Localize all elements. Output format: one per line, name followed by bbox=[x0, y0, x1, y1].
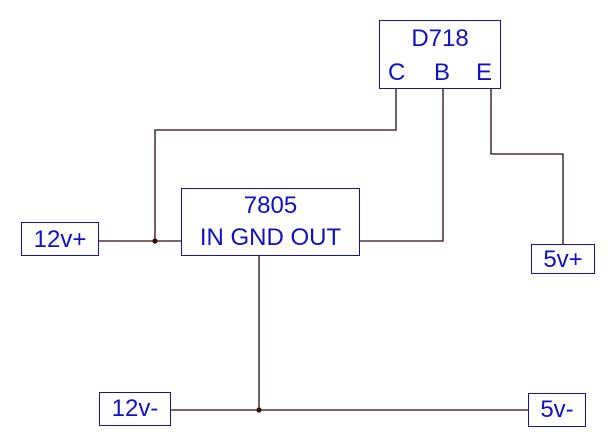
transistor-name: D718 bbox=[411, 25, 469, 52]
regulator-7805: 7805 IN GND OUT bbox=[181, 188, 360, 256]
pin-b-label: B bbox=[434, 59, 451, 86]
junction-dot-positive bbox=[152, 238, 158, 244]
wire-junction-to-d718-collector bbox=[154, 88, 397, 241]
terminal-12v-minus-label: 12v- bbox=[111, 395, 159, 422]
terminal-12v-plus-label: 12v+ bbox=[33, 226, 87, 253]
pin-e-label: E bbox=[476, 59, 493, 86]
terminal-12v-minus: 12v- bbox=[99, 392, 171, 426]
junction-dot-ground bbox=[256, 407, 262, 413]
terminal-5v-plus: 5v+ bbox=[531, 244, 595, 274]
terminal-5v-minus-label: 5v- bbox=[540, 396, 574, 423]
regulator-name: 7805 bbox=[243, 192, 298, 219]
transistor-d718: D718 C B E bbox=[379, 20, 501, 89]
pin-c-label: C bbox=[388, 59, 406, 86]
terminal-12v-plus: 12v+ bbox=[21, 222, 99, 256]
terminal-5v-plus-label: 5v+ bbox=[543, 246, 583, 273]
terminal-5v-minus: 5v- bbox=[528, 393, 586, 427]
wire-7805-out-to-d718-base bbox=[359, 88, 444, 242]
regulator-pins: IN GND OUT bbox=[199, 224, 342, 251]
wire-d718-emitter-to-5vplus bbox=[490, 88, 564, 245]
